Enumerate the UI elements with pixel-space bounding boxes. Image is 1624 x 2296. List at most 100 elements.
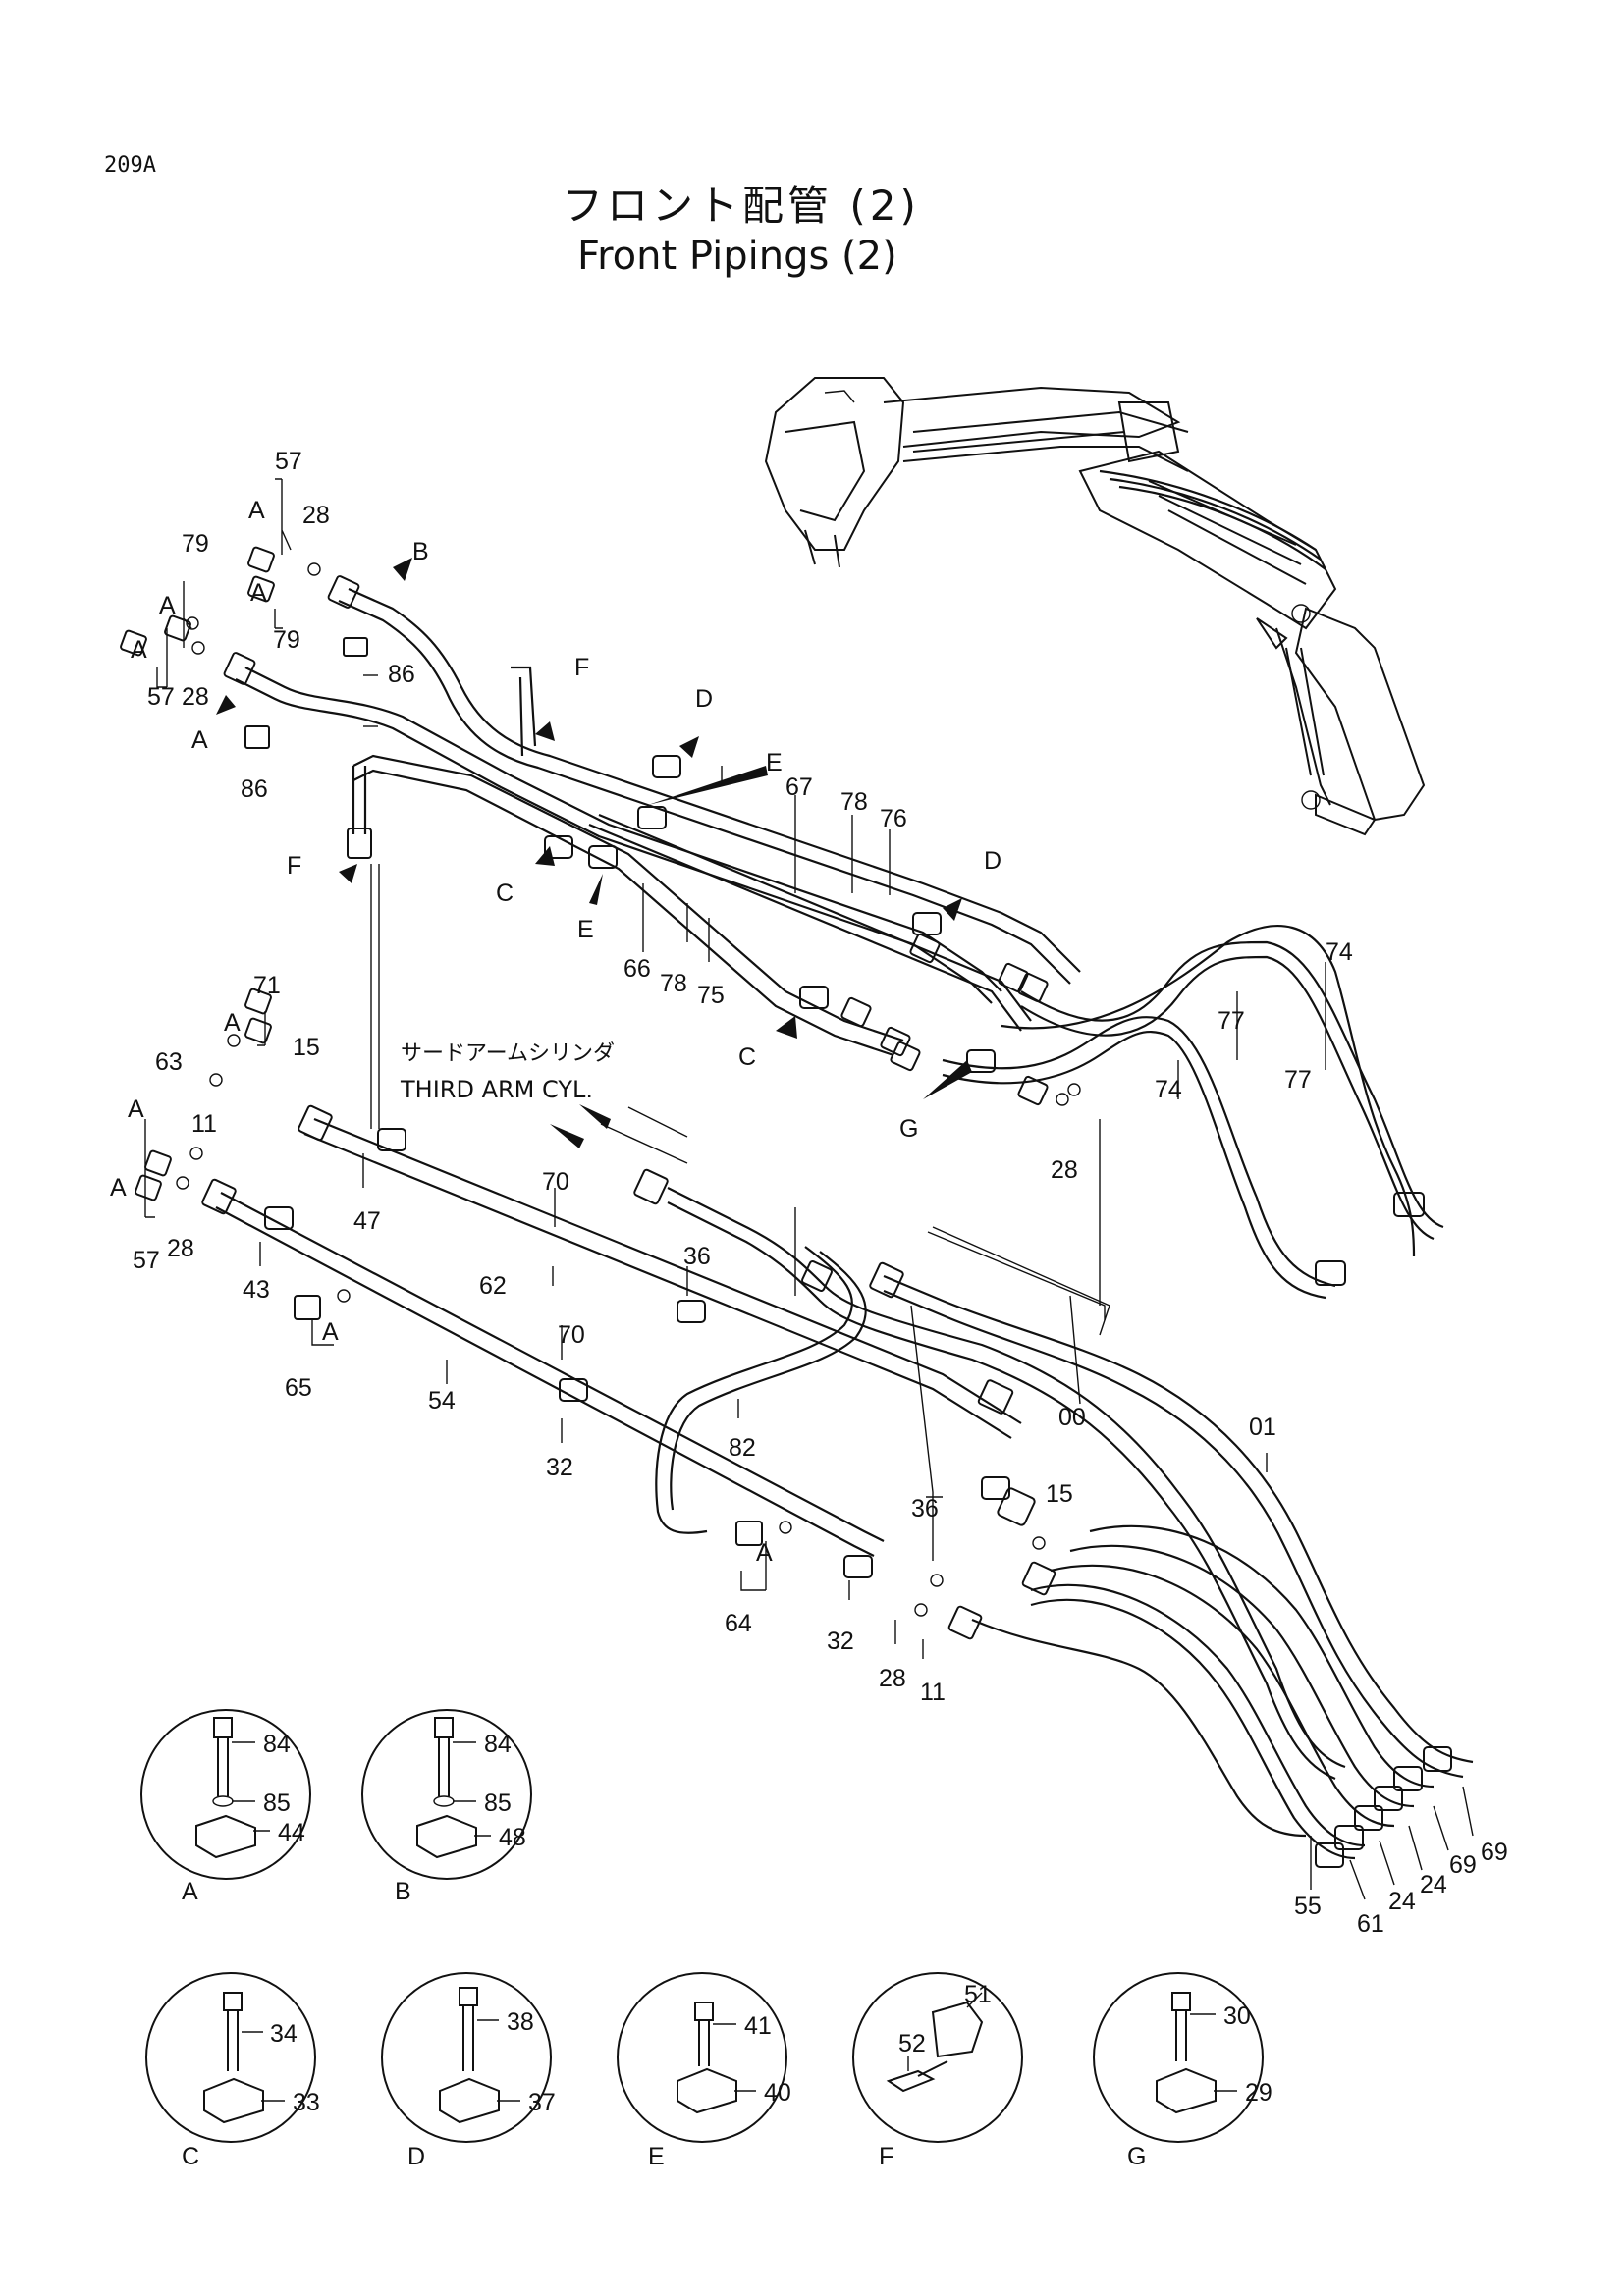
part-label: 66 xyxy=(623,955,651,983)
part-label: 86 xyxy=(388,661,415,688)
part-label: 57 xyxy=(275,448,302,475)
part-label: G xyxy=(899,1115,918,1143)
part-label: E xyxy=(766,749,783,776)
title-english: Front Pipings (2) xyxy=(577,234,897,279)
part-label: 67 xyxy=(785,774,813,801)
part-label: 61 xyxy=(1357,1910,1384,1938)
part-label: 63 xyxy=(155,1048,183,1076)
detail-G-part-1: 30 xyxy=(1223,2002,1251,2030)
part-label: 62 xyxy=(479,1272,507,1300)
clamps xyxy=(264,755,1010,1578)
annotation-japanese: サードアームシリンダ xyxy=(401,1041,615,1066)
lower-pipe-group xyxy=(215,1117,1474,1860)
part-label: 74 xyxy=(1155,1076,1182,1103)
part-label: 11 xyxy=(920,1679,946,1706)
part-label: 28 xyxy=(167,1235,194,1262)
part-label: 43 xyxy=(243,1276,270,1304)
part-label: 47 xyxy=(353,1207,381,1235)
part-label: B xyxy=(412,538,429,565)
part-label: 28 xyxy=(1051,1156,1078,1184)
detail-F-part-1: 51 xyxy=(964,1981,992,2008)
part-label: D xyxy=(984,847,1001,875)
detail-C-id: C xyxy=(182,2143,199,2170)
detail-B-part-1: 84 xyxy=(484,1731,512,1758)
detail-A-id: A xyxy=(182,1878,198,1905)
detail-F-part-2: 52 xyxy=(898,2030,926,2057)
part-label: 77 xyxy=(1284,1066,1312,1094)
part-label: A xyxy=(191,726,208,754)
detail-A-part-1: 84 xyxy=(263,1731,291,1758)
part-label: 74 xyxy=(1326,938,1353,966)
part-label: 79 xyxy=(182,530,209,558)
detail-D-id: D xyxy=(407,2143,425,2170)
part-label: 32 xyxy=(827,1628,854,1655)
detail-E-part-1: 41 xyxy=(744,2012,772,2040)
part-label: 24 xyxy=(1388,1888,1416,1915)
part-label: 24 xyxy=(1420,1871,1447,1898)
detail-D-part-2: 37 xyxy=(528,2089,556,2116)
part-label: 78 xyxy=(660,970,687,997)
part-label: A xyxy=(224,1009,241,1037)
detail-C-part-2: 33 xyxy=(293,2089,320,2116)
part-label: F xyxy=(287,852,301,880)
part-label: 00 xyxy=(1058,1404,1086,1431)
part-label: 11 xyxy=(191,1110,217,1138)
part-label: 28 xyxy=(879,1665,906,1692)
part-label: D xyxy=(695,685,713,713)
part-label: C xyxy=(738,1043,756,1071)
detail-E-part-2: 40 xyxy=(764,2079,791,2107)
part-label: F xyxy=(574,654,589,681)
title-japanese: フロント配管 (2) xyxy=(562,182,920,230)
part-label: 79 xyxy=(273,626,300,654)
excavator-overview-sketch xyxy=(764,377,1426,836)
detail-B-id: B xyxy=(395,1878,411,1905)
part-labels: 57 28 B 79 A A A 79 57 28 A 86 86 A F F … xyxy=(110,448,1508,1938)
detail-B-part-2: 85 xyxy=(484,1789,512,1817)
third-arm-cylinder-note: サードアームシリンダ THIRD ARM CYL. xyxy=(400,1041,615,1103)
detail-labels: 84 85 44 A 84 85 48 B 34 33 C 38 37 D 41… xyxy=(182,1731,1272,2170)
part-label: 28 xyxy=(182,683,209,711)
part-label: 01 xyxy=(1249,1414,1276,1441)
part-label: 55 xyxy=(1294,1893,1322,1920)
pointer-arrows xyxy=(216,558,972,1164)
part-label: 69 xyxy=(1449,1851,1477,1879)
part-label: 86 xyxy=(241,775,268,803)
detail-E-id: E xyxy=(648,2143,665,2170)
part-label: 75 xyxy=(697,982,725,1009)
part-label: 54 xyxy=(428,1387,456,1415)
part-label: 78 xyxy=(840,788,868,816)
part-label: A xyxy=(248,497,265,524)
part-label: A xyxy=(128,1095,144,1123)
part-label: A xyxy=(159,592,176,619)
part-label: 57 xyxy=(147,683,175,711)
detail-C-part-1: 34 xyxy=(270,2020,298,2048)
part-label: 65 xyxy=(285,1374,312,1402)
part-label: 70 xyxy=(558,1321,585,1349)
annotation-english: THIRD ARM CYL. xyxy=(400,1076,593,1103)
part-label: 76 xyxy=(880,805,907,832)
part-label: 28 xyxy=(302,502,330,529)
part-label: 15 xyxy=(293,1034,320,1061)
part-label: A xyxy=(250,579,267,607)
part-label: 57 xyxy=(133,1247,160,1274)
part-label: E xyxy=(577,916,594,943)
detail-D-part-1: 38 xyxy=(507,2008,534,2036)
upper-pipe-group xyxy=(235,587,1444,1300)
part-label: 70 xyxy=(542,1168,569,1196)
detail-G-part-2: 29 xyxy=(1245,2079,1272,2107)
part-label: 69 xyxy=(1481,1839,1508,1866)
part-label: A xyxy=(322,1318,339,1346)
part-label: 36 xyxy=(911,1495,939,1522)
detail-A-part-2: 85 xyxy=(263,1789,291,1817)
part-label: 32 xyxy=(546,1454,573,1481)
detail-circles xyxy=(140,1709,1264,2143)
part-label: A xyxy=(110,1174,127,1201)
part-label: 77 xyxy=(1218,1007,1245,1035)
part-label: C xyxy=(496,880,514,907)
part-label: 15 xyxy=(1046,1480,1073,1508)
part-label: 64 xyxy=(725,1610,752,1637)
detail-B-part-3: 48 xyxy=(499,1824,526,1851)
part-label: A xyxy=(756,1539,773,1567)
